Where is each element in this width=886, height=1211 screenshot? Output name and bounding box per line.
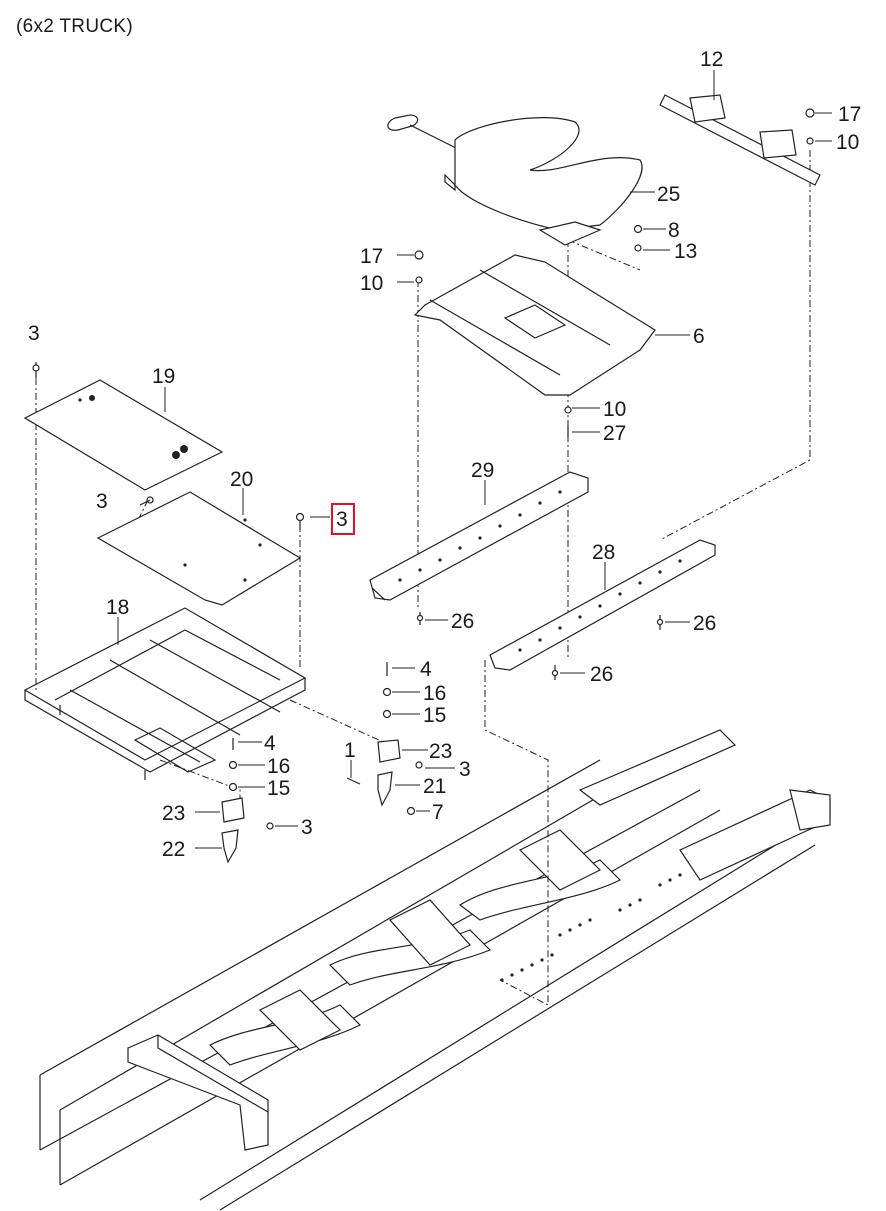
callout-7: 7 bbox=[432, 801, 444, 824]
part-29-rail bbox=[369, 471, 589, 601]
leader-lines bbox=[117, 70, 832, 849]
callout-26-right: 26 bbox=[693, 612, 716, 635]
callouts: 12 17 10 25 8 13 17 10 6 10 27 3 19 3 20… bbox=[28, 48, 861, 861]
part-19-plate bbox=[23, 379, 224, 491]
callout-3-highlighted: 3 bbox=[336, 508, 348, 531]
callout-10-top: 10 bbox=[836, 131, 859, 154]
callout-27: 27 bbox=[603, 422, 626, 445]
callout-19: 19 bbox=[152, 365, 175, 388]
frame-holes bbox=[500, 873, 682, 982]
callout-26-left: 26 bbox=[451, 610, 474, 633]
callout-12: 12 bbox=[700, 48, 723, 71]
callout-8: 8 bbox=[668, 219, 680, 242]
callout-15-left: 15 bbox=[267, 777, 290, 800]
callout-3-bracket-left: 3 bbox=[301, 816, 313, 839]
callout-25: 25 bbox=[657, 183, 680, 206]
callout-3-top-left: 3 bbox=[28, 322, 40, 345]
part-20-plate bbox=[96, 491, 302, 606]
callout-1: 1 bbox=[344, 739, 356, 762]
callout-15-right: 15 bbox=[423, 704, 446, 727]
callout-4-left: 4 bbox=[264, 732, 276, 755]
callout-13: 13 bbox=[674, 240, 697, 263]
callout-21: 21 bbox=[423, 775, 446, 798]
callout-29: 29 bbox=[471, 459, 494, 482]
callout-17-top: 17 bbox=[838, 103, 861, 126]
callout-23-right: 23 bbox=[429, 740, 452, 763]
callout-18: 18 bbox=[106, 596, 129, 619]
part-12-rail bbox=[659, 94, 821, 186]
selected-callout-highlight[interactable] bbox=[331, 503, 355, 535]
callout-3-at-20: 3 bbox=[96, 490, 108, 513]
callout-16-left: 16 bbox=[267, 755, 290, 778]
callout-6: 6 bbox=[693, 325, 705, 348]
diagram-title: (6x2 TRUCK) bbox=[16, 16, 133, 37]
part-18-frame bbox=[23, 607, 307, 780]
callout-22: 22 bbox=[162, 838, 185, 861]
callout-4-right: 4 bbox=[420, 658, 432, 681]
callout-10-low: 10 bbox=[603, 398, 626, 421]
callout-28: 28 bbox=[592, 541, 615, 564]
callout-20: 20 bbox=[230, 468, 253, 491]
part-6-mounting-plate bbox=[413, 254, 656, 396]
part-25-fifth-wheel bbox=[387, 114, 643, 246]
callout-26-mid: 26 bbox=[590, 663, 613, 686]
hardware bbox=[32, 108, 815, 864]
callout-17-mid: 17 bbox=[360, 245, 383, 268]
callout-3-bracket-right: 3 bbox=[459, 758, 471, 781]
chassis-frame bbox=[39, 729, 831, 1211]
part-28-rail bbox=[489, 539, 716, 671]
callout-23-left: 23 bbox=[162, 802, 185, 825]
callout-16-right: 16 bbox=[423, 682, 446, 705]
callout-10-mid: 10 bbox=[360, 272, 383, 295]
